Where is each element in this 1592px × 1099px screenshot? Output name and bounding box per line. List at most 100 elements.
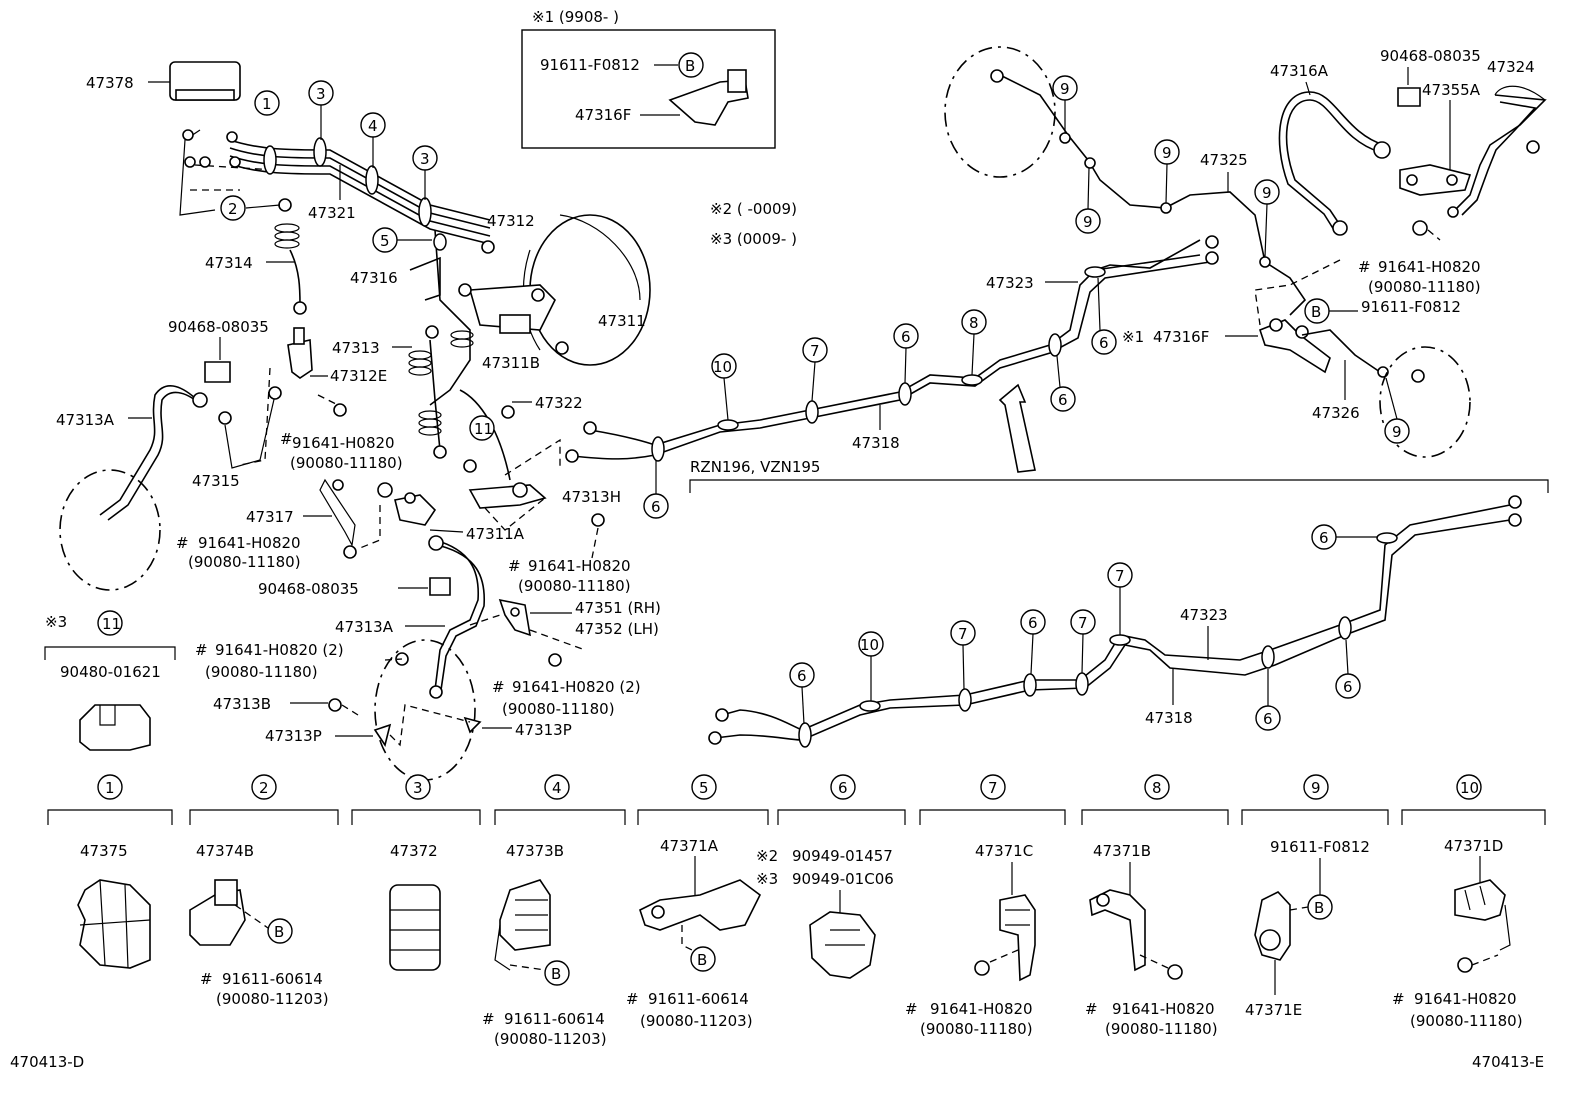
- label-91641-f: 91641-H0820: [1378, 258, 1481, 276]
- figure-code-left: 470413-D: [10, 1053, 84, 1071]
- svg-text:91641-H0820: 91641-H0820: [1112, 1000, 1215, 1018]
- part-47311-brake-booster[interactable]: [522, 214, 651, 366]
- svg-text:(90080-11180): (90080-11180): [1410, 1012, 1523, 1030]
- svg-text:6: 6: [1028, 614, 1038, 632]
- label-47316: 47316: [350, 269, 398, 287]
- svg-text:B: B: [1314, 899, 1324, 917]
- label-47355A: 47355A: [1422, 81, 1481, 99]
- svg-text:6: 6: [1058, 391, 1068, 409]
- detail-8[interactable]: 8 47371B # 91641-H0820 (90080-11180): [1081, 774, 1229, 1038]
- upper-rear-line: 47318 47323: [565, 235, 1219, 463]
- label-47311: 47311: [598, 312, 646, 330]
- svg-text:2: 2: [259, 779, 269, 797]
- detail-7[interactable]: 7 47371C # 91641-H0820 (90080-11180): [905, 774, 1066, 1038]
- callout-3-a: 3: [308, 80, 334, 140]
- svg-text:47371A: 47371A: [660, 837, 719, 855]
- svg-text:#: #: [905, 1000, 918, 1018]
- rear-right-area: 47325 9 9 9 9 47316A 90468-08035 47355A …: [944, 46, 1547, 458]
- detail-4[interactable]: 4 47373B B # 91611-60614 (90080-11203): [482, 774, 626, 1048]
- svg-text:9: 9: [1392, 423, 1402, 441]
- note-3: ※3 (0009- ): [710, 230, 797, 248]
- svg-text:47375: 47375: [80, 842, 128, 860]
- label-47324: 47324: [1487, 58, 1535, 76]
- detail-9[interactable]: 9 91611-F0812 B 47371E: [1241, 774, 1389, 1019]
- label-47325: 47325: [1200, 151, 1248, 169]
- svg-text:(90080-11180): (90080-11180): [1105, 1020, 1218, 1038]
- svg-text:47372: 47372: [390, 842, 438, 860]
- svg-text:B: B: [551, 965, 561, 983]
- svg-text:10: 10: [1460, 779, 1479, 797]
- svg-text:#: #: [626, 990, 639, 1008]
- label-47321: 47321: [308, 204, 356, 222]
- label-47313B: 47313B: [213, 695, 271, 713]
- svg-text:6: 6: [838, 779, 848, 797]
- label-90468-b: 90468-08035: [258, 580, 359, 598]
- svg-text:#: #: [482, 1010, 495, 1028]
- label-90080-d: (90080-11180): [205, 663, 318, 681]
- label-47318-a: 47318: [852, 434, 900, 452]
- svg-text:5: 5: [380, 232, 390, 250]
- svg-text:91641-H0820: 91641-H0820: [1414, 990, 1517, 1008]
- svg-text:9: 9: [1262, 184, 1272, 202]
- svg-text:47371C: 47371C: [975, 842, 1033, 860]
- svg-text:91611-60614: 91611-60614: [648, 990, 749, 1008]
- label-47313P-a: 47313P: [265, 727, 322, 745]
- label-90080-e: (90080-11180): [502, 700, 615, 718]
- label-47313H: 47313H: [562, 488, 621, 506]
- label-91641-d: 91641-H0820 (2): [215, 641, 344, 659]
- svg-text:91641-H0820: 91641-H0820: [930, 1000, 1033, 1018]
- detail-2[interactable]: 2 47374B B # 91611-60614 (90080-11203): [189, 774, 339, 1008]
- svg-text:※2: ※2: [756, 847, 778, 865]
- detail-10[interactable]: 10 47371D # 91641-H0820 (90080-11180): [1392, 774, 1546, 1030]
- label-91611-f0812-b: 91611-F0812: [1361, 298, 1461, 316]
- note-1-box: ※1 (9908- ) 91611-F0812 B 47316F: [521, 8, 776, 149]
- figure-code-right: 470413-E: [1472, 1053, 1544, 1071]
- detail-1[interactable]: 1 47375: [47, 774, 173, 969]
- svg-text:6: 6: [1263, 710, 1273, 728]
- label-47326: 47326: [1312, 404, 1360, 422]
- svg-text:7: 7: [958, 625, 968, 643]
- svg-text:1: 1: [262, 95, 272, 113]
- svg-text:※3: ※3: [756, 870, 778, 888]
- label-47378: 47378: [86, 74, 134, 92]
- detail-6[interactable]: 6 ※2 90949-01457 ※3 90949-01C06: [756, 774, 906, 979]
- svg-text:(90080-11180): (90080-11180): [920, 1020, 1033, 1038]
- svg-text:47374B: 47374B: [196, 842, 254, 860]
- hash-a: #: [280, 430, 293, 448]
- label-47316F-b: 47316F: [1153, 328, 1209, 346]
- part-47313-coil[interactable]: [408, 330, 474, 436]
- detail-3[interactable]: 3 47372: [351, 774, 481, 971]
- callout-1: 1: [254, 90, 280, 116]
- detail-5[interactable]: 5 47371A B # 91611-60614 (90080-11203): [626, 774, 769, 1030]
- svg-text:4: 4: [368, 117, 378, 135]
- svg-text:#: #: [200, 970, 213, 988]
- callout-2: 2: [220, 195, 281, 221]
- label-47312E: 47312E: [330, 367, 387, 385]
- part-47378-cover[interactable]: [148, 61, 241, 101]
- svg-text:5: 5: [699, 779, 709, 797]
- svg-text:91611-60614: 91611-60614: [222, 970, 323, 988]
- svg-text:7: 7: [1078, 614, 1088, 632]
- label-47313A-a: 47313A: [56, 411, 115, 429]
- svg-text:10: 10: [860, 636, 879, 654]
- svg-text:6: 6: [651, 498, 661, 516]
- callout-11-a: [469, 415, 495, 441]
- svg-text:9: 9: [1162, 144, 1172, 162]
- svg-text:3: 3: [316, 85, 326, 103]
- label-90468-c: 90468-08035: [1380, 47, 1481, 65]
- callout-11-a-text: 11: [474, 420, 493, 438]
- callout-3-b: 3: [412, 145, 438, 200]
- svg-text:4: 4: [552, 779, 562, 797]
- label-47322: 47322: [535, 394, 583, 412]
- b-mark-b: B: [1311, 303, 1321, 321]
- label-90080-a: (90080-11180): [290, 454, 403, 472]
- label-47352: 47352 (LH): [575, 620, 659, 638]
- b-mark-a: B: [685, 57, 695, 75]
- detail-row: 1 47375 2 47374B B # 91611-60614 (90080-…: [47, 774, 1546, 1048]
- part-47314-coil[interactable]: [274, 223, 307, 315]
- hash-d: #: [195, 641, 208, 659]
- svg-text:47371E: 47371E: [1245, 1001, 1302, 1019]
- label-91641-c: 91641-H0820: [528, 557, 631, 575]
- svg-text:B: B: [697, 951, 707, 969]
